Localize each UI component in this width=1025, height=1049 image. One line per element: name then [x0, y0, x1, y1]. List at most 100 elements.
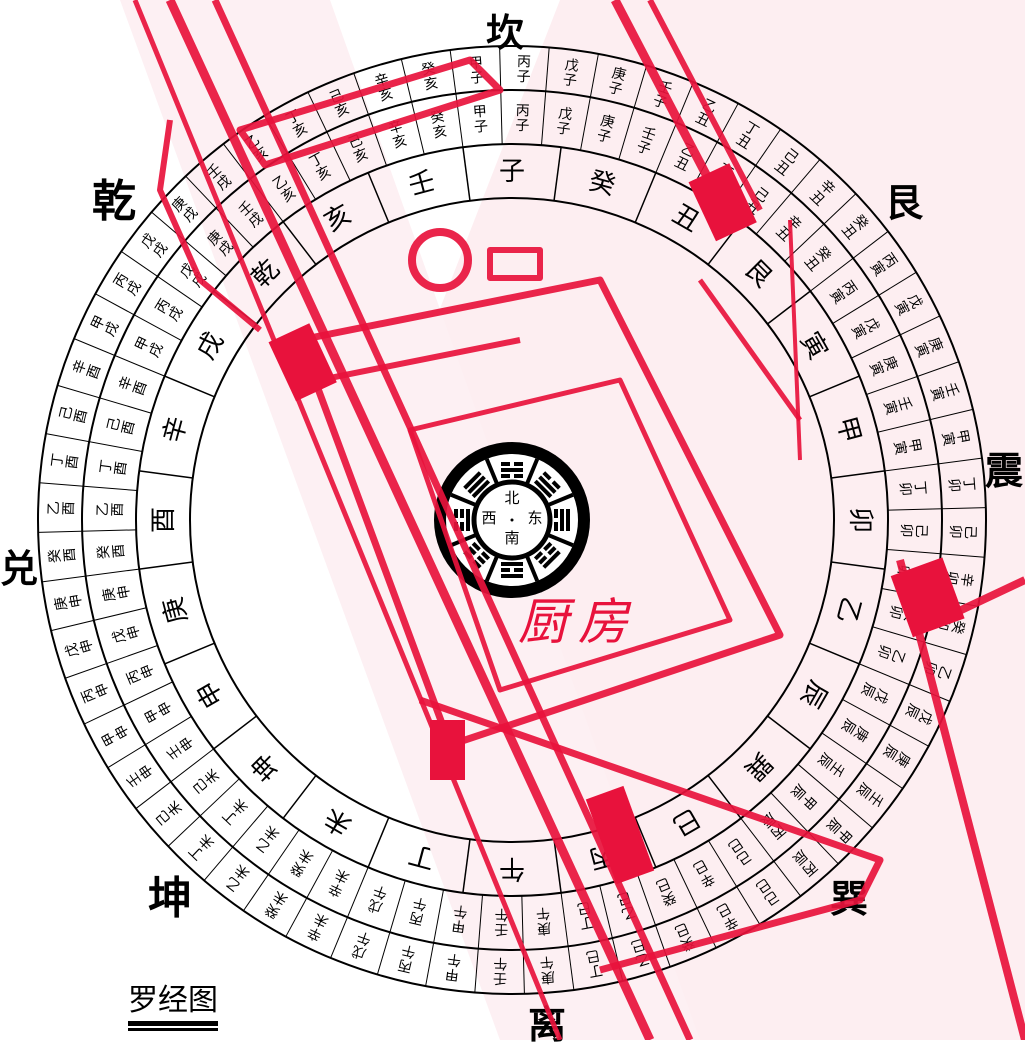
jiazi-label: 壬申 [124, 761, 157, 790]
ring-divider [832, 271, 917, 324]
jiazi-label: 丁未 [186, 831, 217, 863]
mountain-label: 庚 [158, 594, 194, 627]
jiazi-label: 乙亥 [270, 172, 299, 205]
trigram-label-qian: 乾 [92, 176, 136, 227]
jiazi-label: 丙寅 [826, 278, 859, 307]
jiazi-label: 丙午 [408, 894, 429, 927]
jiazi-label: 戊寅 [848, 315, 882, 342]
diagram-title: 罗经图 [128, 975, 218, 1031]
jiazi-label: 癸未 [288, 845, 316, 879]
jiazi-label: 甲午 [451, 902, 469, 935]
jiazi-label: 甲寅 [890, 437, 923, 456]
center-east: 东 [527, 509, 542, 527]
jiazi-label: 丙申 [124, 661, 158, 686]
jiazi-label: 丙戌 [153, 296, 187, 324]
ring-divider [809, 231, 889, 292]
jiazi-label: 甲申 [142, 698, 176, 725]
ring-divider [809, 642, 860, 665]
jiazi-label: 乙酉 [46, 501, 77, 516]
jiazi-label: 辛巳 [690, 856, 717, 890]
jiazi-label: 丁卯 [945, 476, 977, 492]
jiazi-label: 戊子 [562, 57, 580, 90]
mountain-label: 巽 [738, 746, 778, 786]
jiazi-label: 庚辰 [837, 716, 871, 744]
jiazi-label: 壬辰 [814, 749, 847, 779]
jiazi-label: 己巳 [725, 834, 754, 867]
mountain-label: 艮 [738, 254, 778, 294]
jiazi-label: 庚申 [53, 592, 86, 611]
jiazi-label: 己卯 [947, 524, 978, 539]
ring-divider [541, 47, 550, 146]
jiazi-label: 己酉 [105, 416, 138, 437]
mountain-label: 丙 [586, 838, 619, 874]
mountain-label: 酉 [149, 507, 179, 533]
ring-divider [499, 46, 503, 145]
mountain-label: 寅 [794, 327, 833, 365]
ring-divider [634, 172, 657, 223]
jiazi-label: 戊戌 [138, 231, 171, 261]
ring-divider [462, 839, 471, 893]
ring-divider [831, 470, 885, 479]
jiazi-label: 辛未 [305, 910, 331, 944]
jiazi-label: 甲辰 [823, 814, 855, 845]
center-south: 南 [504, 529, 519, 547]
ring-divider [634, 817, 657, 868]
jiazi-label: 乙卯 [874, 642, 908, 666]
jiazi-label: 辛亥 [387, 118, 409, 152]
ring-divider [866, 361, 959, 395]
jiazi-label: 丁未 [220, 795, 251, 827]
jiazi-label: 戊午 [350, 928, 374, 962]
jiazi-label: 乙丑 [693, 96, 719, 130]
jiazi-label: 壬寅 [927, 381, 961, 403]
jiazi-label: 壬辰 [853, 779, 886, 809]
mountain-label: 癸 [586, 166, 619, 202]
jiazi-label: 戊辰 [902, 701, 936, 727]
center-bagua [434, 442, 590, 598]
ring-divider [707, 221, 742, 265]
ring-divider [881, 588, 979, 607]
jiazi-label: 庚寅 [866, 354, 900, 379]
jiazi-label: 丁酉 [49, 452, 82, 470]
mountain-label: 坤 [246, 746, 286, 786]
jiazi-label: 壬午 [494, 906, 509, 937]
jiazi-label: 乙巳 [615, 888, 637, 922]
jiazi-label: 甲子 [472, 104, 488, 136]
jiazi-label: 癸卯 [933, 615, 966, 636]
jiazi-label: 庚申 [101, 583, 134, 602]
ring-divider [282, 775, 317, 819]
mountain-label: 戌 [191, 327, 230, 365]
jiazi-label: 庚戌 [169, 194, 201, 225]
mountain-label: 子 [499, 157, 525, 187]
center-north: 北 [504, 489, 519, 507]
ring-divider [521, 895, 525, 994]
ring-divider [560, 892, 575, 991]
trigram-label-gen: 艮 [885, 180, 924, 225]
mountain-label: 辰 [794, 675, 833, 713]
jiazi-label: 甲午 [444, 950, 462, 983]
jiazi-label: 庚戌 [205, 228, 237, 259]
jiazi-label: 乙未 [253, 822, 283, 855]
jiazi-label: 甲子 [468, 55, 484, 87]
jiazi-label: 甲申 [99, 721, 133, 748]
mountain-label: 午 [499, 853, 525, 883]
mountain-label: 乾 [246, 254, 286, 294]
jiazi-label: 丁丑 [733, 119, 761, 153]
jiazi-label: 己丑 [771, 146, 801, 179]
ring-divider [877, 408, 974, 433]
trigram-label-kun: 坤 [148, 873, 192, 924]
jiazi-label: 丁酉 [98, 459, 131, 477]
jiazi-label: 壬寅 [880, 395, 914, 417]
jiazi-label: 己亥 [327, 87, 352, 121]
jiazi-label: 癸未 [263, 887, 291, 921]
ring-divider [367, 172, 390, 223]
jiazi-label: 戊申 [110, 623, 144, 645]
jiazi-label: 乙未 [223, 861, 253, 894]
jiazi-label: 辛未 [326, 865, 352, 899]
ring-divider [213, 290, 257, 325]
jiazi-label: 甲寅 [938, 428, 971, 447]
jiazi-label: 辛丑 [773, 213, 804, 245]
jiazi-label: 壬戌 [236, 198, 267, 231]
ring-divider [282, 221, 317, 265]
jiazi-label: 癸丑 [838, 212, 871, 243]
mountain-label: 亥 [319, 199, 357, 238]
